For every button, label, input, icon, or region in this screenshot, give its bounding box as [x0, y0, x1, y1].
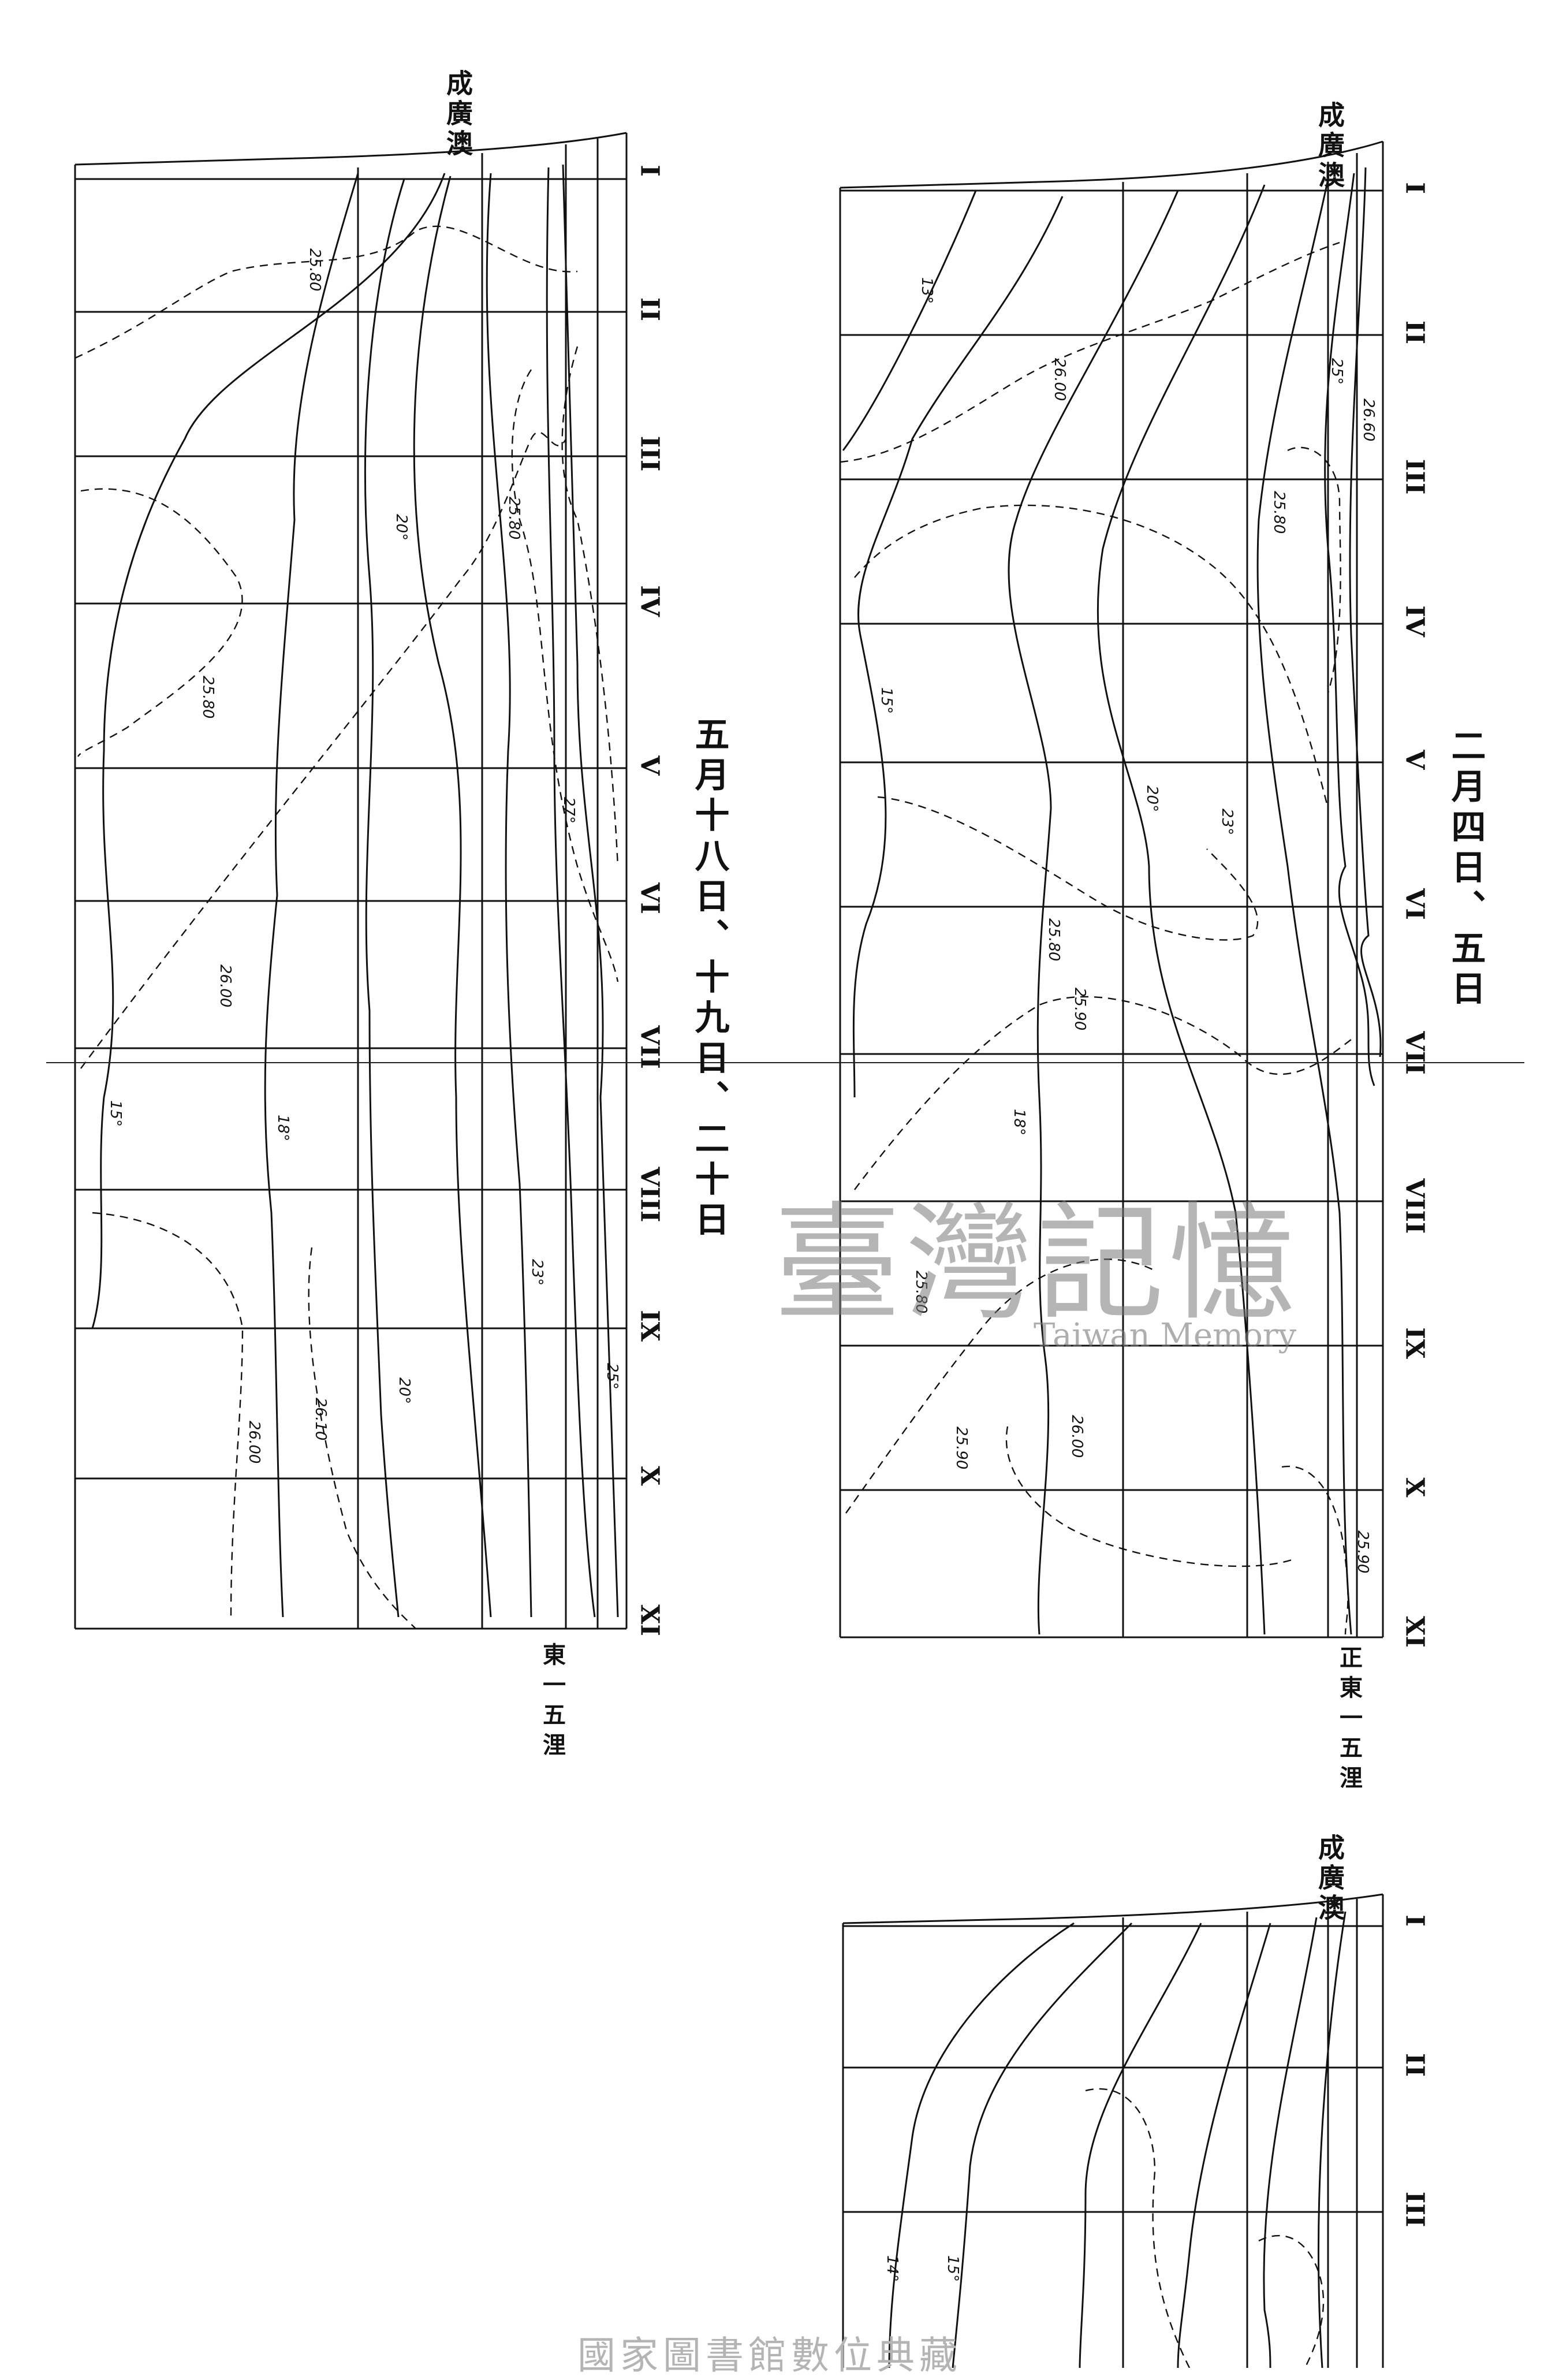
- station-label: I: [635, 165, 665, 177]
- station-label: VI: [635, 882, 665, 914]
- panel-feb-frame: [839, 140, 1384, 1638]
- panel-may-site-label: 成廣澳: [442, 69, 473, 159]
- isoline-label: 25.90: [953, 1426, 970, 1470]
- isoline-label: 26.00: [217, 964, 234, 1008]
- footer-archive-credit: 國家圖書館數位典藏: [577, 2333, 962, 2378]
- isoline-label: 25.80: [1270, 491, 1288, 534]
- isoline-label: 25.80: [306, 248, 323, 292]
- isoline-label: 15°: [944, 2255, 961, 2282]
- station-label: IX: [1400, 1327, 1430, 1359]
- panel-feb-isotherms: [842, 167, 1382, 1635]
- panel-feb-density-lines: [840, 241, 1352, 1635]
- station-label: XI: [635, 1604, 665, 1636]
- panel-feb-title: 二月四日、五日: [1445, 728, 1486, 1011]
- isoline-label: 20°: [396, 1377, 413, 1405]
- panel-may-distance-label: 東一五浬: [543, 1641, 566, 1759]
- station-label: I: [1400, 182, 1430, 194]
- station-label: V: [635, 755, 665, 776]
- isoline-label: 26.00: [1068, 1415, 1086, 1458]
- station-label: III: [1400, 2191, 1430, 2228]
- station-label: IV: [1400, 605, 1430, 637]
- watermark-chinese: 臺灣記憶: [774, 1190, 1301, 1338]
- station-label: VI: [1400, 888, 1430, 920]
- isoline-label: 13°: [918, 277, 935, 304]
- station-label: VII: [1400, 1031, 1430, 1075]
- watermark-english: Taiwan Memory: [1034, 1317, 1297, 1354]
- station-label: X: [635, 1466, 665, 1486]
- panel-may-isotherms: [91, 164, 619, 1618]
- station-label: VIII: [1400, 1178, 1430, 1234]
- isoline-label: 25.90: [1354, 1530, 1371, 1574]
- isoline-label: 25.80: [199, 676, 217, 719]
- station-label: II: [1400, 320, 1430, 345]
- isoline-label: 26.60: [1360, 398, 1377, 442]
- isoline-label: 27°: [560, 797, 577, 824]
- isoline-label: 18°: [274, 1115, 292, 1142]
- station-label: III: [635, 435, 665, 472]
- panel-third-site-label: 成廣澳: [1314, 1834, 1345, 1924]
- isoline-label: 25°: [1328, 358, 1345, 385]
- isoline-label: 20°: [393, 514, 410, 541]
- isoline-label: 25°: [603, 1363, 621, 1390]
- isoline-label: 23°: [1218, 809, 1236, 836]
- isoline-label: 14°: [883, 2255, 901, 2282]
- panel-feb-site-label: 成廣澳: [1314, 101, 1345, 191]
- station-label: II: [635, 297, 665, 322]
- isoline-label: 23°: [528, 1259, 546, 1286]
- station-label: IV: [635, 585, 665, 617]
- station-label: V: [1400, 750, 1430, 770]
- panel-feb-distance-label: 正東一五浬: [1340, 1644, 1363, 1791]
- station-label: III: [1400, 459, 1430, 495]
- panel-may-frame: [74, 132, 628, 1630]
- isoline-label: 25.80: [505, 497, 523, 540]
- isoline-label: 26.00: [245, 1421, 263, 1464]
- station-label: XI: [1400, 1616, 1430, 1648]
- isoline-label: 15°: [107, 1100, 124, 1127]
- station-label: IX: [635, 1310, 665, 1342]
- panel-may-title: 五月十八日、十九日、二十日: [689, 716, 729, 1242]
- panel-third-density-lines: [1085, 2088, 1325, 2368]
- station-label: II: [1400, 2053, 1430, 2077]
- isoline-label: 25.80: [1045, 918, 1062, 962]
- isoline-label: 20°: [1143, 785, 1161, 813]
- panel-may-density-lines: [74, 225, 619, 1629]
- panel-third-frame: [842, 1893, 1384, 2368]
- station-label: I: [1400, 1915, 1430, 1927]
- isoline-label: 26.00: [1051, 358, 1068, 401]
- isoline-label: 18°: [1010, 1109, 1028, 1136]
- panel-third-isotherms: [888, 1911, 1347, 2368]
- isoline-label: 26.10: [312, 1398, 329, 1441]
- isoline-label: 25.90: [1071, 988, 1088, 1031]
- isoline-label: 15°: [878, 687, 895, 714]
- station-label: VIII: [635, 1167, 665, 1223]
- station-label: VII: [635, 1025, 665, 1069]
- station-label: X: [1400, 1477, 1430, 1498]
